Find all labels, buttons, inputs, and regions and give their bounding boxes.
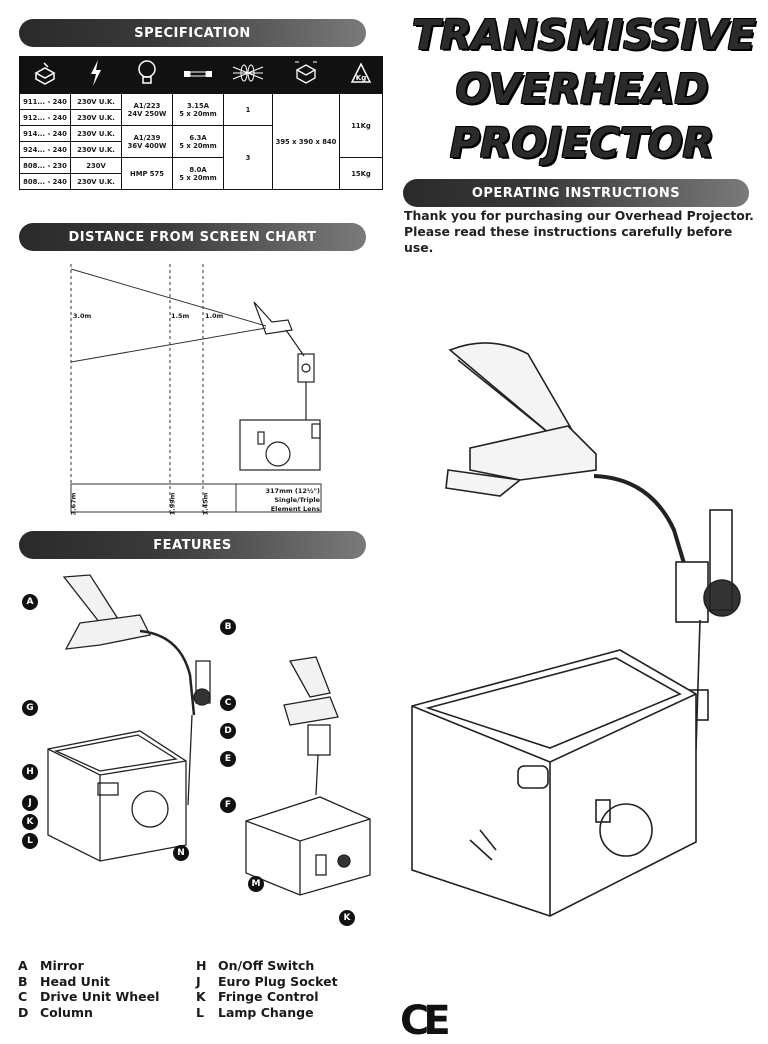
legend-key: D xyxy=(18,1004,29,1020)
features-legend-left: A Mirror B Head Unit C Drive Unit Wheel D Co… xyxy=(18,958,159,1020)
legend-item: B Head Unit xyxy=(18,974,159,990)
fuse-cell: 6.3A 5 x 20mm xyxy=(172,125,224,158)
operating-instructions-header: OPERATING INSTRUCTIONS xyxy=(403,179,749,207)
legend-label: Lamp Change xyxy=(218,1004,314,1020)
title-line-2: OVERHEAD xyxy=(455,65,709,113)
weight-cell: 11Kg xyxy=(339,93,383,158)
callout-j: J xyxy=(22,795,38,811)
legend-item: C Drive Unit Wheel xyxy=(18,989,159,1005)
specification-header: SPECIFICATION xyxy=(19,19,366,47)
callout-e: E xyxy=(220,751,236,767)
title-line-1: TRANSMISSIVE xyxy=(412,11,756,59)
legend-label: Head Unit xyxy=(40,973,110,989)
operating-instructions-header-label: OPERATING INSTRUCTIONS xyxy=(471,185,681,201)
features-illustration xyxy=(47,574,371,896)
distance-chart-header-label: DISTANCE FROM SCREEN CHART xyxy=(68,229,317,245)
distance-mark-1m: 1.0m xyxy=(205,312,224,320)
callout-k-rear: K xyxy=(339,910,355,926)
ce-mark: CE xyxy=(400,998,451,1044)
projector-icon xyxy=(19,56,71,94)
callout-c: C xyxy=(220,695,236,711)
lamp-cell: A1/239 36V 400W xyxy=(121,125,173,158)
legend-label: Euro Plug Socket xyxy=(218,973,338,989)
legend-item: A Mirror xyxy=(18,958,159,974)
lens-cell: 1 xyxy=(223,93,273,126)
callout-h: H xyxy=(22,764,38,780)
distance-mark-3m: 3.0m xyxy=(73,312,92,320)
callout-n: N xyxy=(173,845,189,861)
features-header-label: FEATURES xyxy=(153,537,232,553)
legend-label: Mirror xyxy=(40,958,84,973)
voltage-cell: 230V U.K. xyxy=(70,141,122,158)
callout-k: K xyxy=(22,814,38,830)
callout-g: G xyxy=(22,700,38,716)
lens-icon xyxy=(223,56,273,94)
callout-l: L xyxy=(22,833,38,849)
distance-bottom-3-67m: 3.67m xyxy=(69,492,78,516)
distance-mark-1-5m: 1.5m xyxy=(171,312,190,320)
legend-label: Column xyxy=(40,1004,93,1020)
legend-item: K Fringe Control xyxy=(196,989,338,1005)
voltage-cell: 230V U.K. xyxy=(70,109,122,126)
model-cell: 924... - 240 xyxy=(19,141,71,158)
callout-a: A xyxy=(22,594,38,610)
callout-d: D xyxy=(220,723,236,739)
model-cell: 808... - 230 xyxy=(19,157,71,174)
legend-key: B xyxy=(18,973,28,989)
distance-bottom-1-99m: 1.99m xyxy=(168,492,177,516)
model-cell: 911... - 240 xyxy=(19,93,71,110)
legend-key: L xyxy=(196,1004,204,1020)
legend-item: L Lamp Change xyxy=(196,1005,338,1021)
intro-text: Thank you for purchasing our Overhead Pr… xyxy=(404,208,754,255)
fuse-cell: 8.0A 5 x 20mm xyxy=(172,157,224,190)
legend-label: Fringe Control xyxy=(218,989,319,1004)
legend-label: Drive Unit Wheel xyxy=(40,989,160,1004)
legend-key: J xyxy=(196,973,201,989)
lamp-icon xyxy=(121,56,173,94)
features-header: FEATURES xyxy=(19,531,366,559)
specification-table: Kg 911... - 240 230V U.K. A1/223 24V 250… xyxy=(19,56,383,190)
model-cell: 914... - 240 xyxy=(19,125,71,142)
page-title: TRANSMISSIVE OVERHEAD PROJECTOR xyxy=(412,8,756,170)
legend-item: D Column xyxy=(18,1005,159,1021)
weight-icon: Kg xyxy=(339,56,383,94)
dimensions-cell: 395 x 390 x 840 xyxy=(272,93,340,190)
title-line-3: PROJECTOR xyxy=(449,119,715,167)
legend-key: C xyxy=(18,989,28,1004)
callout-f: F xyxy=(220,797,236,813)
legend-item: H On/Off Switch xyxy=(196,958,338,974)
large-projector-illustration xyxy=(411,342,741,917)
voltage-cell: 230V U.K. xyxy=(70,173,122,190)
model-cell: 808... - 240 xyxy=(19,173,71,190)
lamp-cell: A1/223 24V 250W xyxy=(121,93,173,126)
features-legend-right: H On/Off Switch J Euro Plug Socket K Fringe… xyxy=(196,958,338,1020)
legend-item: J Euro Plug Socket xyxy=(196,974,338,990)
callout-b: B xyxy=(220,619,236,635)
legend-key: K xyxy=(196,989,206,1004)
svg-text:Kg: Kg xyxy=(356,74,366,82)
voltage-cell: 230V U.K. xyxy=(70,125,122,142)
voltage-cell: 230V xyxy=(70,157,122,174)
legend-key: H xyxy=(196,958,207,973)
lens-cell: 3 xyxy=(223,125,273,190)
lens-note: 317mm (12½") Single/Triple Element Lens xyxy=(265,487,320,513)
distance-bottom-1-45m: 1.45m xyxy=(201,492,210,516)
lightning-icon xyxy=(70,56,122,94)
small-projector-illustration xyxy=(239,301,321,471)
legend-key: A xyxy=(18,958,28,973)
distance-chart-header: DISTANCE FROM SCREEN CHART xyxy=(19,223,366,251)
legend-label: On/Off Switch xyxy=(218,958,315,973)
fuse-cell: 3.15A 5 x 20mm xyxy=(172,93,224,126)
lamp-cell: HMP 575 xyxy=(121,157,173,190)
distance-chart xyxy=(70,264,322,514)
specification-header-label: SPECIFICATION xyxy=(134,25,251,41)
voltage-cell: 230V U.K. xyxy=(70,93,122,110)
callout-m: M xyxy=(248,876,264,892)
dimensions-icon xyxy=(272,56,340,94)
fuse-icon xyxy=(172,56,224,94)
model-cell: 912... - 240 xyxy=(19,109,71,126)
weight-cell: 15Kg xyxy=(339,157,383,190)
